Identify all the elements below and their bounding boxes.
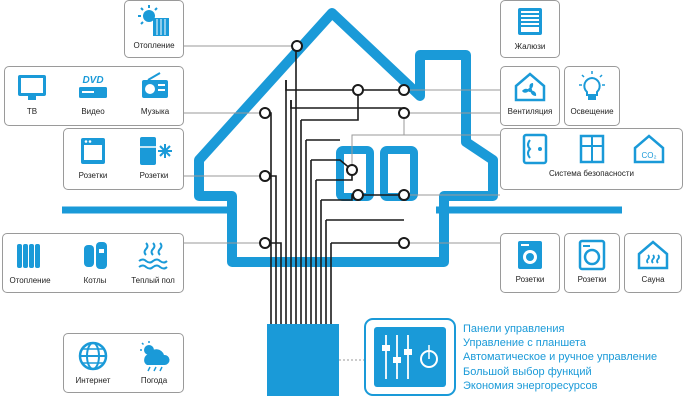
lighting-label: Освещение: [570, 107, 614, 116]
feature-item: Автоматическое и ручное управление: [463, 351, 658, 364]
oven-icon: [81, 138, 105, 164]
feature-item: Экономия энергоресурсов: [463, 379, 598, 392]
weather-label: Погода: [140, 376, 168, 385]
security-label: Система безопасности: [548, 169, 634, 178]
heating-bottom-device[interactable]: Отопление: [4, 239, 56, 285]
sauna-label: Сауна: [641, 275, 665, 284]
sun-radiator-icon: [138, 5, 169, 36]
boilers-device[interactable]: Котлы: [70, 239, 120, 285]
internet-label: Интернет: [75, 376, 111, 385]
bus-wires: [265, 50, 405, 325]
music-label: Музыка: [140, 107, 170, 116]
house-fan-icon: [514, 72, 546, 102]
washer-outline-icon: [578, 239, 606, 271]
features-list: Панели управления Управление с планшета …: [463, 322, 657, 393]
window-icon: [579, 134, 604, 164]
boilers-label: Котлы: [83, 276, 107, 285]
tv-icon: [18, 75, 46, 100]
feature-item: Большой выбор функций: [463, 365, 592, 378]
sockets-left-1-label: Розетки: [78, 171, 108, 180]
boiler-icon: [84, 242, 107, 269]
sockets-right-2-device[interactable]: Розетки: [562, 238, 622, 284]
weather-device[interactable]: Погода: [128, 339, 180, 385]
lighting-device[interactable]: Освещение: [562, 70, 622, 116]
heated-floor-icon: [138, 242, 168, 270]
sliders-knob-icon: [382, 335, 438, 379]
tablet-panel[interactable]: [364, 318, 456, 396]
feature-item: Управление с планшета: [463, 337, 586, 350]
dvd-player-icon: DVD: [79, 75, 107, 98]
heating-top-label: Отопление: [133, 41, 175, 50]
tv-device[interactable]: ТВ: [10, 70, 54, 116]
globe-icon: [78, 341, 108, 371]
sockets-left-2-label: Розетки: [139, 171, 169, 180]
controller-box: [267, 324, 339, 396]
internet-device[interactable]: Интернет: [68, 339, 118, 385]
fridge-snowflake-icon: [140, 137, 172, 165]
sauna-device[interactable]: Сауна: [623, 238, 683, 284]
door-sensor-icon: [522, 133, 547, 165]
house-window-right: [380, 146, 418, 201]
sauna-house-icon: [637, 240, 669, 270]
svg-text:CO₂: CO₂: [641, 151, 656, 160]
feature-item: Панели управления: [463, 323, 565, 335]
ventilation-device[interactable]: Вентиляция: [500, 70, 560, 116]
svg-text:DVD: DVD: [82, 75, 103, 86]
ventilation-box: [500, 66, 560, 126]
sockets-right-1-label: Розетки: [515, 275, 545, 284]
music-device[interactable]: Музыка: [130, 70, 180, 116]
sockets-left-2-device[interactable]: Розетки: [128, 134, 180, 180]
floor-label: Теплый пол: [131, 276, 175, 285]
blinds-icon: [518, 8, 542, 35]
radio-icon: [142, 72, 168, 98]
sockets-right-1-device[interactable]: Розетки: [500, 238, 560, 284]
blinds-device[interactable]: Жалюзи: [500, 5, 560, 51]
house-outline: [194, 8, 498, 267]
security-device[interactable]: CO₂ Система безопасности: [500, 132, 683, 178]
video-label: Видео: [81, 107, 105, 116]
blinds-label: Жалюзи: [514, 42, 546, 51]
light-bulb-icon: [579, 71, 605, 100]
heating-top-device[interactable]: Отопление: [124, 4, 184, 50]
sockets-left-1-device[interactable]: Розетки: [68, 134, 118, 180]
heating-bottom-label: Отопление: [9, 276, 51, 285]
device-links: [184, 45, 500, 244]
video-device[interactable]: DVD Видео: [68, 70, 118, 116]
junction-nodes: [259, 40, 410, 249]
sockets-right-2-label: Розетки: [577, 275, 607, 284]
tv-label: ТВ: [26, 107, 38, 116]
co2-house-icon: CO₂: [633, 134, 664, 164]
weather-cloud-icon: [140, 341, 170, 372]
washing-machine-icon: [518, 241, 542, 269]
ventilation-label: Вентиляция: [507, 107, 553, 116]
floor-device[interactable]: Теплый пол: [125, 239, 181, 285]
radiator-icon: [17, 244, 40, 268]
